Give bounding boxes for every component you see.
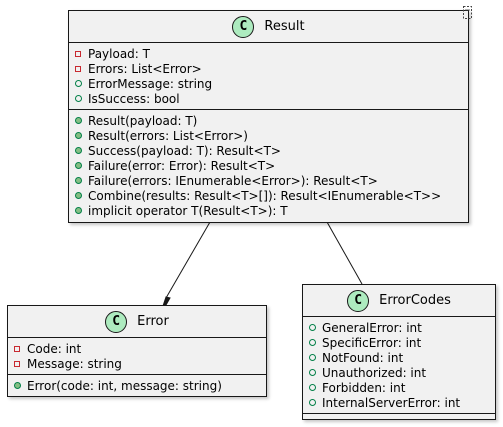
member-row: implicit operator T(Result<T>): T: [75, 203, 468, 218]
public-visibility-icon: [75, 95, 82, 102]
class-errorcodes-fields: GeneralError: int SpecificError: int Not…: [303, 317, 495, 413]
class-error-fields: Code: int Message: string: [8, 338, 266, 374]
member-row: InternalServerError: int: [309, 395, 495, 410]
class-errorcodes-methods: [303, 413, 495, 421]
public-visibility-icon: [309, 384, 316, 391]
class-stereotype-icon: C: [105, 310, 128, 333]
member-row: Errors: List<Error>: [75, 61, 468, 76]
member-row: Failure(errors: IEnumerable<Error>): Res…: [75, 173, 468, 188]
public-method-icon: [75, 132, 82, 139]
class-result[interactable]: C Result Payload: T Errors: List<Error> …: [68, 10, 469, 223]
public-visibility-icon: [309, 339, 316, 346]
member-row: Payload: T: [75, 46, 468, 61]
class-stereotype-icon: C: [232, 15, 255, 38]
class-result-name: Result: [264, 19, 305, 34]
public-method-icon: [75, 207, 82, 214]
class-errorcodes-name: ErrorCodes: [379, 293, 451, 308]
public-method-icon: [75, 147, 82, 154]
member-row: Code: int: [14, 341, 266, 356]
public-visibility-icon: [309, 324, 316, 331]
public-visibility-icon: [75, 80, 82, 87]
public-visibility-icon: [309, 369, 316, 376]
member-row: Result(payload: T): [75, 113, 468, 128]
class-errorcodes-header: C ErrorCodes: [303, 285, 495, 317]
member-row: Error(code: int, message: string): [14, 378, 266, 393]
private-visibility-icon: [75, 65, 81, 72]
private-visibility-icon: [14, 360, 20, 367]
public-method-icon: [75, 192, 82, 199]
member-row: Forbidden: int: [309, 380, 495, 395]
member-row: Failure(error: Error): Result<T>: [75, 158, 468, 173]
class-error-methods: Error(code: int, message: string): [8, 374, 266, 396]
class-stereotype-icon: C: [347, 289, 370, 312]
class-error-name: Error: [137, 314, 169, 329]
class-errorcodes[interactable]: C ErrorCodes GeneralError: int SpecificE…: [302, 284, 496, 420]
class-result-fields: Payload: T Errors: List<Error> ErrorMess…: [69, 43, 468, 109]
private-visibility-icon: [75, 50, 81, 57]
member-row: IsSuccess: bool: [75, 91, 468, 106]
composition-line-result-error: [165, 221, 211, 299]
link-icon[interactable]: [463, 6, 472, 19]
class-error-header: C Error: [8, 306, 266, 338]
member-row: Success(payload: T): Result<T>: [75, 143, 468, 158]
public-method-icon: [75, 117, 82, 124]
public-visibility-icon: [309, 399, 316, 406]
public-method-icon: [75, 162, 82, 169]
class-error[interactable]: C Error Code: int Message: string Error(…: [7, 305, 267, 397]
member-row: Message: string: [14, 356, 266, 371]
member-row: ErrorMessage: string: [75, 76, 468, 91]
public-method-icon: [75, 177, 82, 184]
association-line-result-errorcodes: [326, 221, 363, 285]
member-row: NotFound: int: [309, 350, 495, 365]
member-row: Result(errors: List<Error>): [75, 128, 468, 143]
public-visibility-icon: [309, 354, 316, 361]
member-row: Combine(results: Result<T>[]): Result<IE…: [75, 188, 468, 203]
member-row: GeneralError: int: [309, 320, 495, 335]
class-result-header: C Result: [69, 11, 468, 43]
public-method-icon: [14, 382, 21, 389]
private-visibility-icon: [14, 345, 20, 352]
member-row: Unauthorized: int: [309, 365, 495, 380]
class-result-methods: Result(payload: T) Result(errors: List<E…: [69, 109, 468, 221]
member-row: SpecificError: int: [309, 335, 495, 350]
